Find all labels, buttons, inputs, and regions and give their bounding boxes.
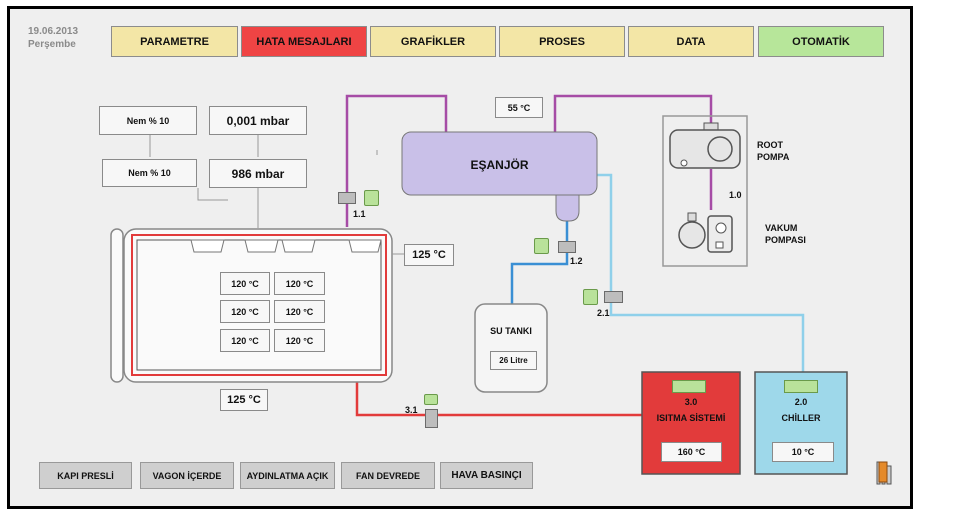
valve-1-1-label: 1.1 xyxy=(353,209,366,219)
hava-basinci-button[interactable]: HAVA BASINÇI xyxy=(440,462,533,489)
pressure-value-2: 986 mbar xyxy=(231,166,285,181)
chamber-temp-right: 125 °C xyxy=(404,244,454,266)
heating-temp-value: 160 °C xyxy=(677,447,706,457)
settings-cylinder-icon xyxy=(878,461,888,483)
humidity-readout-2: Nem % 10 xyxy=(102,159,197,187)
chiller-temp: 10 °C xyxy=(772,442,834,462)
date-display: 19.06.2013 Perşembe xyxy=(28,25,78,51)
kapi-presli-button[interactable]: KAPI PRESLİ xyxy=(39,462,132,489)
zone-temp-3: 120 °C xyxy=(220,300,270,323)
heating-status-led xyxy=(672,380,706,393)
aydinlatma-acik-label: AYDINLATMA AÇIK xyxy=(246,470,329,481)
valve-3-1[interactable] xyxy=(425,409,438,428)
chiller-temp-value: 10 °C xyxy=(791,447,815,457)
exchanger-body xyxy=(401,131,598,196)
water-tank-level: 26 Litre xyxy=(490,351,537,370)
vacuum-pump-label: VAKUM POMPASI xyxy=(765,222,806,246)
valve-2-1[interactable] xyxy=(604,291,623,303)
hava-basinci-label: HAVA BASINÇI xyxy=(451,470,522,481)
pressure-readout-1: 0,001 mbar xyxy=(209,106,307,135)
fan-devrede-label: FAN DEVREDE xyxy=(355,470,420,481)
humidity-value-2: Nem % 10 xyxy=(128,168,171,178)
zone-temp-2-value: 120 °C xyxy=(285,278,314,289)
zone-temp-2: 120 °C xyxy=(274,272,325,295)
fan-devrede-button[interactable]: FAN DEVREDE xyxy=(341,462,435,489)
tab-hata-mesajlari[interactable]: HATA MESAJLARI xyxy=(241,26,367,57)
tab-parametre-label: PARAMETRE xyxy=(140,35,209,48)
zone-temp-6-value: 120 °C xyxy=(285,335,314,346)
vagon-icerde-button[interactable]: VAGON İÇERDE xyxy=(140,462,234,489)
pump-enclosure xyxy=(662,115,748,267)
kapi-presli-label: KAPI PRESLİ xyxy=(57,470,114,481)
valve-1-1[interactable] xyxy=(338,192,356,204)
pressure-readout-2: 986 mbar xyxy=(209,159,307,188)
valve-2-1-led xyxy=(583,289,598,305)
tab-proses[interactable]: PROSES xyxy=(499,26,625,57)
tab-data[interactable]: DATA xyxy=(628,26,754,57)
valve-2-1-label: 2.1 xyxy=(597,308,610,318)
scada-screen: 19.06.2013 Perşembe PARAMETRE HATA MESAJ… xyxy=(7,6,913,509)
zone-temp-4: 120 °C xyxy=(274,300,325,323)
valve-3-1-label: 3.1 xyxy=(405,405,418,415)
aydinlatma-acik-button[interactable]: AYDINLATMA AÇIK xyxy=(240,462,335,489)
exchanger-temp-value: 55 °C xyxy=(507,102,531,113)
day-text: Perşembe xyxy=(28,39,76,50)
water-tank-level-value: 26 Litre xyxy=(499,356,528,365)
valve-1-1-led xyxy=(364,190,379,206)
valve-3-1-led xyxy=(424,394,438,405)
date-text: 19.06.2013 xyxy=(28,26,79,37)
zone-temp-1: 120 °C xyxy=(220,272,270,295)
exchanger-temp: 55 °C xyxy=(495,97,543,118)
valve-1-2-label: 1.2 xyxy=(570,256,583,266)
vacuum-pump-icon xyxy=(678,221,706,249)
heating-coil xyxy=(131,234,387,376)
root-pump-label-line1: ROOT xyxy=(757,140,783,150)
vacuum-pump-label-line1: VAKUM xyxy=(765,223,798,233)
process-diagram xyxy=(110,94,892,485)
zone-temp-5: 120 °C xyxy=(220,329,270,352)
tab-hata-mesajlari-label: HATA MESAJLARI xyxy=(256,35,352,48)
root-pump-label: ROOT POMPA xyxy=(757,139,789,163)
exchanger-label: EŞANJÖR xyxy=(470,158,529,172)
zone-temp-3-value: 120 °C xyxy=(231,306,259,317)
tab-otomatik[interactable]: OTOMATİK xyxy=(758,26,884,57)
water-tank xyxy=(474,303,548,393)
heating-label: ISITMA SİSTEMİ xyxy=(656,413,726,423)
chamber-temp-bottom: 125 °C xyxy=(220,389,268,411)
water-tank-label: SU TANKI xyxy=(490,326,532,336)
valve-1-2-led xyxy=(534,238,549,254)
heating-id: 3.0 xyxy=(684,397,698,407)
zone-temp-4-value: 120 °C xyxy=(285,306,314,317)
chamber-temp-bottom-value: 125 °C xyxy=(227,394,261,406)
chiller-label: CHİLLER xyxy=(781,413,821,423)
humidity-value-1: Nem % 10 xyxy=(126,115,170,126)
tab-grafikler-label: GRAFİKLER xyxy=(400,35,466,48)
tab-parametre[interactable]: PARAMETRE xyxy=(111,26,238,57)
heating-temp: 160 °C xyxy=(661,442,722,462)
root-pump-label-line2: POMPA xyxy=(757,152,790,162)
vagon-icerde-label: VAGON İÇERDE xyxy=(152,470,222,481)
vacuum-pump-label-line2: POMPASI xyxy=(765,235,806,245)
zone-temp-1-value: 120 °C xyxy=(231,278,259,289)
tab-data-label: DATA xyxy=(676,35,706,48)
tab-otomatik-label: OTOMATİK xyxy=(792,35,850,48)
chamber-temp-right-value: 125 °C xyxy=(412,249,446,261)
zone-temp-6: 120 °C xyxy=(274,329,325,352)
zone-temp-5-value: 120 °C xyxy=(231,335,259,346)
valve-1-2[interactable] xyxy=(558,241,576,253)
chamber-door xyxy=(110,228,124,383)
chiller-id: 2.0 xyxy=(794,397,808,407)
tab-grafikler[interactable]: GRAFİKLER xyxy=(370,26,496,57)
pump-id: 1.0 xyxy=(729,190,742,200)
tab-proses-label: PROSES xyxy=(539,35,585,48)
chiller-status-led xyxy=(784,380,818,393)
humidity-readout-1: Nem % 10 xyxy=(99,106,197,135)
pressure-value-1: 0,001 mbar xyxy=(226,113,290,128)
